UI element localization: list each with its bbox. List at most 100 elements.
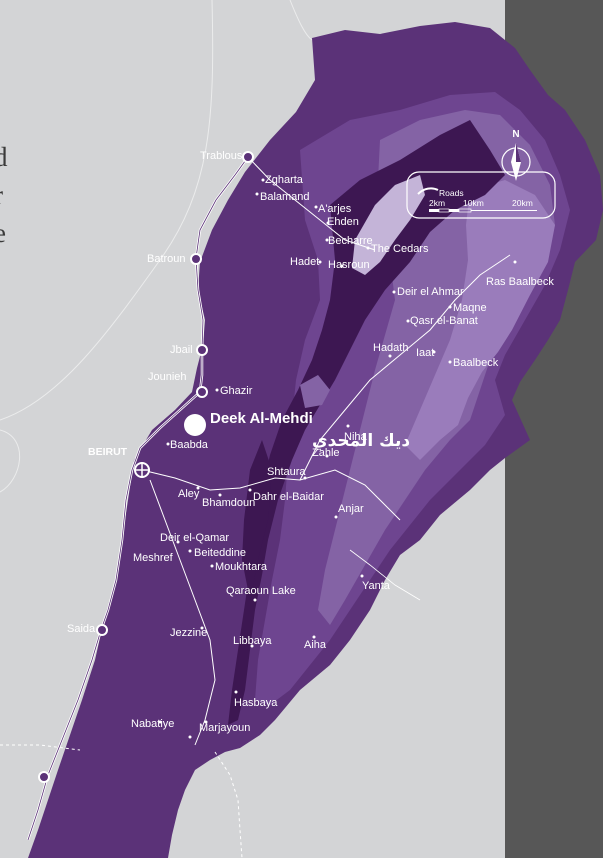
high-peaks-2	[300, 375, 330, 408]
dot	[346, 424, 350, 428]
label-the-cedars: The Cedars	[371, 243, 429, 255]
label-dahr-el-baidar: Dahr el-Baidar	[253, 491, 324, 503]
dot	[188, 735, 192, 739]
tripoli-marker	[242, 151, 254, 163]
label-ehden: Ehden	[327, 216, 359, 228]
label-aley: Aley	[178, 488, 200, 500]
dot	[261, 178, 265, 182]
label-tripoli: Trablous	[200, 150, 243, 162]
dot	[318, 260, 322, 264]
road-east-border	[349, 549, 421, 601]
dot	[176, 540, 180, 544]
south-marker	[38, 771, 50, 783]
label-qaraoun-lake: Qaraoun Lake	[226, 585, 296, 597]
legend-scale-20km: 20km	[512, 198, 533, 208]
label-saida: Saida	[67, 623, 96, 635]
label-ras-baalbeck: Ras Baalbeck	[486, 276, 554, 288]
label-balamand: Balamand	[260, 191, 310, 203]
label-jounieh: Jounieh	[148, 371, 187, 383]
label-bhamdoun: Bhamdoun	[202, 497, 255, 509]
label-beirut: BEIRUT	[88, 446, 128, 458]
ridge-dark-2	[242, 440, 272, 600]
dot	[360, 574, 364, 578]
legend: Roads 2km 10km 20km	[406, 171, 556, 219]
saida-marker	[96, 624, 108, 636]
dot	[325, 454, 329, 458]
scale-bar-3	[449, 209, 459, 212]
dot	[204, 720, 208, 724]
road-north	[247, 156, 376, 251]
road-beirut-damascus	[141, 469, 401, 521]
feature-title-arabic: ديك المحدي	[312, 431, 410, 451]
north-arrow: N	[501, 129, 531, 181]
feature-marker	[184, 414, 206, 436]
label-anjar: Anjar	[338, 503, 364, 515]
dot	[210, 564, 214, 568]
label-deir-el-ahmar: Deir el Ahmar	[397, 286, 464, 298]
label-aarjes: A'arjes	[318, 203, 352, 215]
label-zahle: Zahle	[312, 447, 340, 459]
side-text-1: d	[0, 142, 8, 172]
side-text-2: r	[0, 180, 3, 211]
label-hasbaya: Hasbaya	[234, 697, 278, 709]
label-libbaya: Libbaya	[233, 635, 272, 647]
dot	[392, 290, 396, 294]
label-marjayoun: Marjayoun	[199, 722, 250, 734]
outer-boundary-line	[0, 0, 214, 421]
dot	[432, 350, 436, 354]
dot	[325, 238, 329, 242]
dot	[448, 305, 452, 309]
label-hadet: Hadet	[290, 256, 319, 268]
dot	[326, 221, 330, 225]
label-hasroun: Hasroun	[328, 259, 370, 271]
scale-bar-1	[429, 209, 439, 212]
place-dots	[158, 178, 517, 739]
dot	[366, 246, 370, 250]
relief-lighter	[405, 180, 555, 460]
dot	[448, 360, 452, 364]
label-niha: Niha	[344, 431, 368, 443]
outer-boundary-line-2	[0, 429, 20, 493]
dot	[406, 319, 410, 323]
dot	[253, 598, 257, 602]
label-shtaura: Shtaura	[267, 466, 306, 478]
dot	[218, 493, 222, 497]
label-baabda: Baabda	[170, 439, 209, 451]
dot	[388, 354, 392, 358]
dot	[334, 515, 338, 519]
batroun-marker	[190, 253, 202, 265]
label-maqne: Maqne	[453, 302, 487, 314]
dot	[255, 192, 259, 196]
label-qasr-el-banat: Qasr el-Banat	[410, 315, 478, 327]
dot	[312, 635, 316, 639]
jbail-marker	[196, 344, 208, 356]
legend-road-icon	[417, 187, 439, 195]
dot	[200, 626, 204, 630]
feature-title: Deek Al-Mehdi	[210, 410, 313, 427]
dot	[234, 690, 238, 694]
dot	[188, 549, 192, 553]
north-needle-shade	[516, 143, 521, 162]
road-south	[149, 479, 216, 746]
legend-scale-2km: 2km	[429, 198, 445, 208]
label-nabatiye: Nabatiye	[131, 718, 174, 730]
label-zgharta: Zgharta	[265, 174, 304, 186]
dot	[340, 264, 344, 268]
road-south-border	[0, 744, 81, 751]
label-baalbeck: Baalbeck	[453, 357, 499, 369]
dot	[513, 260, 517, 264]
dot	[248, 488, 252, 492]
dot	[314, 205, 318, 209]
dot	[215, 388, 219, 392]
label-deir-el-qamar: Deir el-Qamar	[160, 532, 229, 544]
road-bekaa	[299, 254, 511, 481]
label-beiteddine: Beiteddine	[194, 547, 246, 559]
label-jbail: Jbail	[170, 344, 193, 356]
label-aiha: Aiha	[304, 639, 327, 651]
road-south-border-2	[214, 751, 243, 858]
legend-scale-10km: 10km	[463, 198, 484, 208]
side-text-3: e	[0, 218, 6, 249]
label-becharre: Becharre	[328, 235, 373, 247]
